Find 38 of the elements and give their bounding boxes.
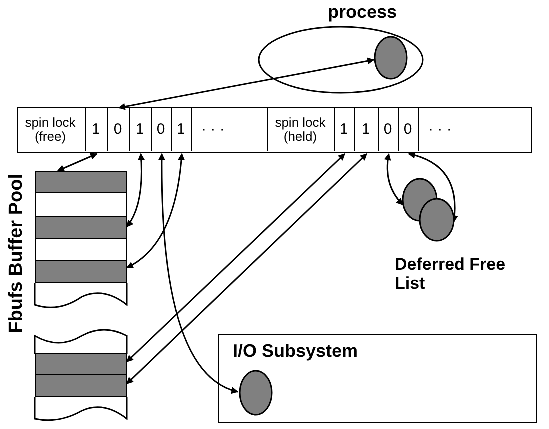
lock-cell: spin lock (held) (268, 108, 334, 151)
empty-buffer (35, 193, 127, 217)
process-heading: process (328, 2, 398, 23)
bit-cell: 0 (108, 108, 130, 151)
double-arrow (126, 153, 185, 269)
shaded-buffer (35, 353, 127, 375)
double-arrow (126, 153, 346, 363)
bit-cell: 0 (378, 108, 398, 151)
double-arrow (384, 153, 404, 206)
bit-cell: 1 (354, 108, 378, 151)
bit-cell: 1 (130, 108, 152, 151)
double-arrow (126, 153, 368, 385)
list-caption: Deferred Free List (395, 255, 507, 293)
double-arrow (57, 153, 98, 172)
shaded-buffer (35, 375, 127, 397)
bit-cell: 1 (86, 108, 108, 151)
lock-cell: spin lock (free) (16, 108, 86, 151)
subsystem-title: I/O Subsystem (233, 341, 358, 362)
double-arrow (118, 58, 375, 110)
ellipsis-cell: · · · (192, 108, 268, 151)
shaded-buffer (35, 171, 127, 193)
double-arrow (408, 152, 458, 223)
double-arrow (126, 153, 145, 228)
shaded-buffer (35, 261, 127, 283)
pool-label: Fbufs Buffer Pool (6, 174, 28, 334)
bit-cell: 1 (334, 108, 354, 151)
double-arrow (158, 153, 239, 394)
bit-cell: 0 (152, 108, 172, 151)
process-circle (374, 36, 408, 80)
bit-cell: 1 (172, 108, 192, 151)
buffer-circle (419, 198, 455, 242)
empty-buffer (35, 239, 127, 261)
subsystem-box (218, 334, 537, 423)
bitmap-strip (17, 107, 532, 153)
ellipsis-cell: · · · (418, 108, 532, 151)
bit-cell: 0 (398, 108, 418, 151)
shaded-buffer (35, 217, 127, 239)
buffer-circle (239, 370, 273, 416)
